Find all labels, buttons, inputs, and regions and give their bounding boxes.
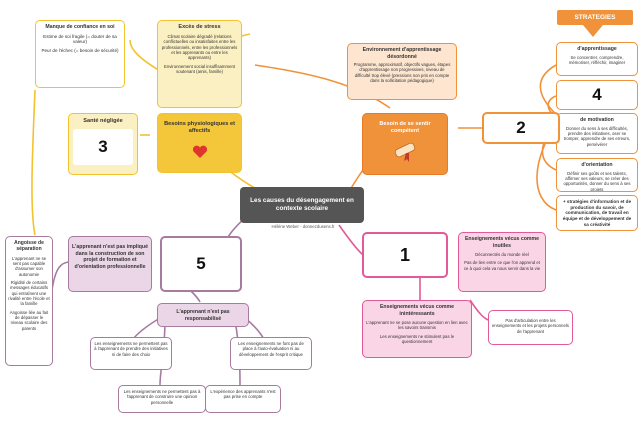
number-1-box: 1: [362, 232, 448, 278]
center-credit: Hélène Weber - donnezdusens.fr: [271, 224, 335, 229]
diploma-icon: [394, 142, 416, 162]
strategie-number-4: 4: [556, 80, 638, 110]
ininteressants-line-1: L'apprenant ne se pose aucune question e…: [366, 320, 468, 331]
apprenant-implique-node: L'apprenant n'est pas impliqué dans la c…: [68, 236, 152, 292]
articulation-text: Pas d'articulation entre les enseignemen…: [492, 318, 569, 334]
responsabilite-child-3: Les enseignements ne permettent pas à l'…: [118, 385, 206, 413]
angoisse-line-3: Angoisse liée au fait de dépasser le niv…: [9, 309, 49, 331]
sante-number-3: 3: [73, 128, 133, 165]
sante-negligee-node: Santé négligée 3: [68, 113, 138, 175]
ininteressants-title: Enseignements vécus comme inintéressants: [379, 304, 455, 317]
competent-title: Besoin de se sentir compétent: [379, 121, 431, 134]
orientation-text: Définir ses goûts et ses talents, affirm…: [563, 170, 631, 192]
strategies-title: STRATEGIES: [574, 14, 616, 21]
heart-icon: [192, 145, 207, 158]
strategies-number-2: 2: [482, 112, 560, 144]
manque-line-1: Estime de soi fragile (= douter de sa va…: [43, 33, 117, 45]
manque-confiance-title: Manque de confiance en soi: [45, 24, 115, 30]
responsabilite-c3: Les enseignements ne permettent pas à l'…: [123, 389, 201, 405]
strategies-header: STRATEGIES: [557, 10, 633, 25]
besoins-physio-node: Besoins physiologiques et affectifs: [157, 113, 242, 173]
strategie-motivation-node: de motivation Donner du sens à ses diffi…: [556, 113, 638, 154]
stress-line-1: Climat scolaire dégradé (relations confl…: [161, 33, 238, 61]
environnement-text: Programme, approximatif, objectifs vague…: [353, 62, 451, 84]
strategies-arrow-icon: [583, 25, 603, 37]
responsabilite-child-2: Les enseignements ne font pas de place à…: [230, 337, 312, 370]
angoisse-title: Angoisse de séparation: [14, 240, 44, 253]
number-5-box: 5: [160, 236, 242, 292]
exces-stress-node: Excès de stress Climat scolaire dégradé …: [157, 20, 242, 108]
angoisse-line-2: Rigidité de certains messages éducatifs …: [8, 279, 50, 307]
strategie-orientation-node: d'orientation Définir ses goûts et ses t…: [556, 158, 638, 192]
ininteressants-line-2: Les enseignements ne stimulent pas le qu…: [379, 333, 455, 345]
orientation-title: d'orientation: [581, 162, 613, 168]
enseignements-inutiles-node: Enseignements vécus comme inutiles Décon…: [458, 232, 546, 292]
motivation-text: Donner du sens à ses difficultés, prendr…: [563, 125, 631, 147]
exces-stress-title: Excès de stress: [178, 24, 221, 30]
stress-line-2: Environnement social insuffisamment sout…: [163, 63, 236, 75]
center-node: Les causes du désengagement en contexte …: [240, 187, 364, 223]
strategie-information-node: + stratégies d'information et de product…: [556, 195, 638, 231]
apprentissage-text: Se concentrer, comprendre, mémoriser, ré…: [568, 54, 626, 65]
motivation-title: de motivation: [580, 117, 614, 123]
center-title: Les causes du désengagement en contexte …: [250, 196, 354, 212]
inutiles-line-1: Déconnectés du monde réel: [475, 252, 529, 257]
angoisse-line-1: L'apprenant ne se sent pas capable d'ass…: [11, 255, 47, 277]
manque-confiance-node: Manque de confiance en soi Estime de soi…: [35, 20, 125, 88]
responsabilite-c4: L'expérience des apprenants n'est pas pr…: [210, 389, 276, 400]
apprentissage-title: d'apprentissage: [577, 46, 617, 52]
angoisse-separation-node: Angoisse de séparation L'apprenant ne se…: [5, 236, 53, 366]
strategie-apprentissage-node: d'apprentissage Se concentrer, comprendr…: [556, 42, 638, 76]
responsabilise-title: L'apprenant n'est pas responsabilisé: [176, 309, 230, 322]
responsabilite-c2: Les enseignements ne font pas de place à…: [238, 341, 304, 357]
information-text: + stratégies d'information et de product…: [562, 199, 632, 227]
responsabilite-c1: Les enseignements ne permettent pas à l'…: [94, 341, 168, 357]
implique-title: L'apprenant n'est pas impliqué dans la c…: [72, 244, 148, 270]
inutiles-title: Enseignements vécus comme inutiles: [464, 236, 540, 249]
articulation-node: Pas d'articulation entre les enseignemen…: [488, 310, 573, 345]
apprenant-responsabilise-node: L'apprenant n'est pas responsabilisé: [157, 303, 249, 327]
physio-title: Besoins physiologiques et affectifs: [164, 121, 235, 134]
manque-line-2: Peur de l'échec (= besoin de sécurité): [41, 47, 119, 53]
environnement-title: Environnement d'apprentissage désordonné: [362, 47, 442, 60]
environnement-node: Environnement d'apprentissage désordonné…: [347, 43, 457, 100]
responsabilite-child-1: Les enseignements ne permettent pas à l'…: [90, 337, 172, 370]
sante-title: Santé négligée: [83, 118, 123, 124]
responsabilite-child-4: L'expérience des apprenants n'est pas pr…: [205, 385, 281, 413]
besoin-competent-node: Besoin de se sentir compétent: [362, 113, 448, 175]
enseignements-ininteressants-node: Enseignements vécus comme inintéressants…: [362, 300, 472, 358]
inutiles-line-2: Pas de lien entre ce que l'on apprend et…: [463, 260, 541, 271]
